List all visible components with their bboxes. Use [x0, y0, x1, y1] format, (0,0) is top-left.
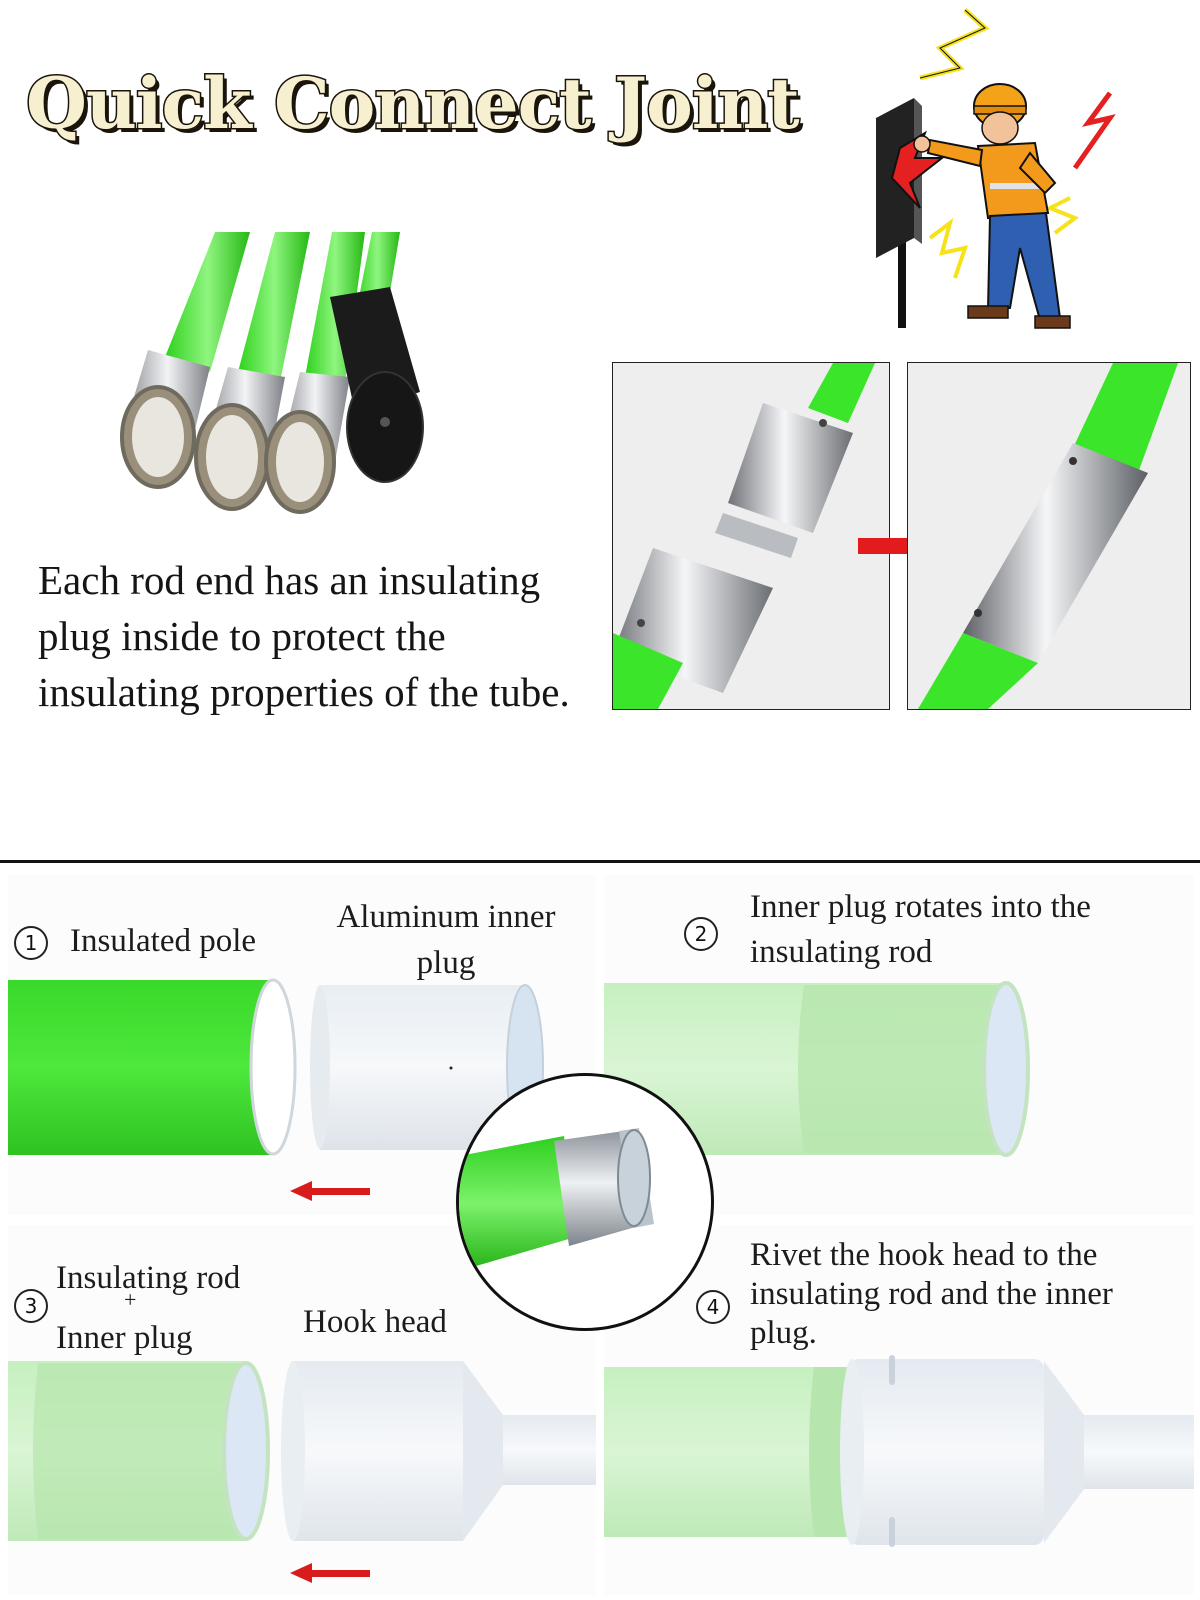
step-2-number: 2	[684, 917, 718, 951]
step-3-label-top: Insulating rod	[56, 1260, 241, 1296]
rod-ends-photo	[110, 232, 440, 524]
arrow-left-icon	[290, 1562, 370, 1584]
aluminum-plug-label: Aluminum inner plug	[336, 899, 556, 981]
electric-shock-warning-icon	[870, 8, 1160, 338]
joint-connected-photo	[907, 362, 1191, 710]
page-title: Quick Connect Joint	[25, 61, 802, 147]
step-3-number: 3	[14, 1289, 48, 1323]
hook-head-label: Hook head	[303, 1304, 447, 1340]
section-divider	[0, 860, 1200, 863]
step-3-illustration	[8, 1355, 596, 1550]
inner-plug-closeup	[456, 1073, 714, 1331]
step-4-label: Rivet the hook head to the insulating ro…	[750, 1237, 1113, 1351]
rod-plug-description: Each rod end has an insulating plug insi…	[38, 557, 570, 715]
step-3-plus: +	[124, 1287, 137, 1312]
step-4-number: 4	[696, 1290, 730, 1324]
step-1-number: 1	[14, 926, 48, 960]
arrow-left-icon	[290, 1180, 370, 1202]
step-2-illustration	[604, 975, 1034, 1175]
step-4-illustration	[604, 1355, 1194, 1550]
joint-disconnected-photo	[612, 362, 890, 710]
step-2-label: Inner plug rotates into the insulating r…	[750, 889, 1091, 970]
step-1-label: Insulated pole	[70, 923, 257, 959]
step-3-label-bottom: Inner plug	[56, 1320, 193, 1356]
